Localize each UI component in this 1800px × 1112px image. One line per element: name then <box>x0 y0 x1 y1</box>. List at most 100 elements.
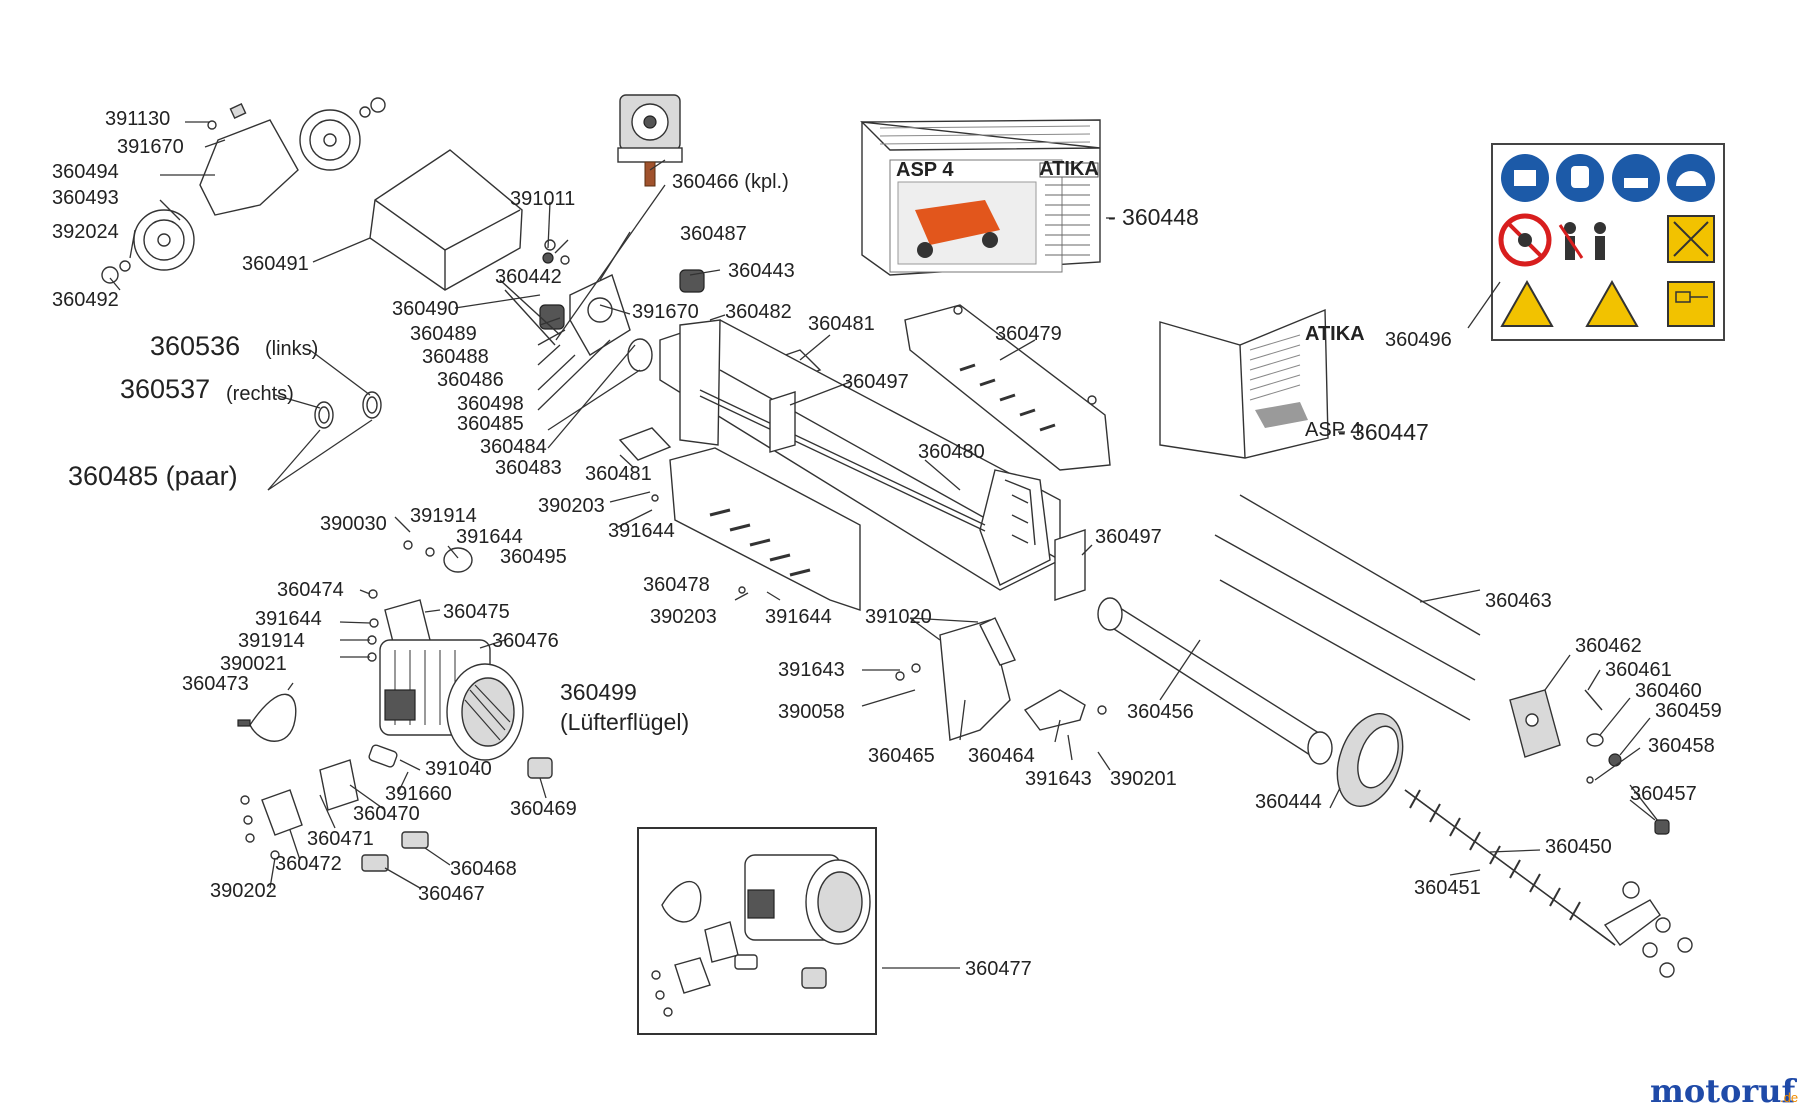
label-360485: 360485 <box>457 413 524 435</box>
watermark-main: motoruf <box>1650 1072 1797 1110</box>
label-360498: 360498 <box>457 393 524 415</box>
label-391643-b: 391643 <box>1025 768 1092 790</box>
label-391914-a: 391914 <box>410 505 477 527</box>
label-360465: 360465 <box>868 745 935 767</box>
pulley-bracket-group <box>101 97 386 284</box>
set-screw <box>229 103 247 119</box>
label-390030: 390030 <box>320 513 387 535</box>
label-360450: 360450 <box>1545 836 1612 858</box>
label-360467: 360467 <box>418 883 485 905</box>
label-360481-a: 360481 <box>808 313 875 335</box>
guard-plate-top <box>904 304 1111 471</box>
label-392024: 392024 <box>52 221 119 243</box>
label-391644-a: 391644 <box>608 520 675 542</box>
hydraulic-notice-icon <box>1667 281 1715 327</box>
label-360466: 360466 (kpl.) <box>672 171 789 193</box>
motor-assembly-box <box>637 827 877 1035</box>
label-360492: 360492 <box>52 289 119 311</box>
label-360477: 360477 <box>965 958 1032 980</box>
label-360495: 360495 <box>500 546 567 568</box>
leader-lines <box>109 121 1656 969</box>
label-360484: 360484 <box>480 436 547 458</box>
label-360491: 360491 <box>242 253 309 275</box>
label-391643-a: 391643 <box>778 659 845 681</box>
label-360479: 360479 <box>995 323 1062 345</box>
label-360499-note: (Lüfterflügel) <box>560 709 689 735</box>
label-360478: 360478 <box>643 574 710 596</box>
motor-bracket <box>199 119 299 216</box>
circlip-right <box>362 391 382 419</box>
label-390021: 390021 <box>220 653 287 675</box>
label-391644-d: 391644 <box>255 608 322 630</box>
watermark: motoruf .de <box>1650 1072 1798 1110</box>
label-360470: 360470 <box>353 803 420 825</box>
box-model-text: ASP 4 <box>896 159 954 181</box>
cylinder-tube <box>1097 597 1333 765</box>
upper-pulley <box>299 109 361 171</box>
label-360473: 360473 <box>182 673 249 695</box>
gaskets <box>769 391 1086 601</box>
watermark-tld: .de <box>1780 1090 1798 1105</box>
label-390201: 390201 <box>1110 768 1177 790</box>
label-360469: 360469 <box>510 798 577 820</box>
ram-rod <box>699 389 986 532</box>
label-391670-b: 391670 <box>632 301 699 323</box>
lower-pulley <box>133 209 195 271</box>
label-390203-a: 390203 <box>538 495 605 517</box>
keep-distance-icon <box>1558 222 1606 260</box>
label-360476: 360476 <box>492 630 559 652</box>
end-block <box>1509 689 1561 758</box>
label-360459: 360459 <box>1655 700 1722 722</box>
manual-model-text: ASP 4 <box>1305 419 1361 441</box>
warning-crush-icon <box>1585 279 1639 327</box>
gearbox <box>617 94 683 187</box>
label-360463: 360463 <box>1485 590 1552 612</box>
label-391040: 391040 <box>425 758 492 780</box>
part-labels: 391130 391670 360494 360493 392024 36049… <box>52 108 1722 980</box>
manual-brand-text: ATIKA <box>1305 323 1365 345</box>
label-360497-b: 360497 <box>1095 526 1162 548</box>
screw-spindle <box>1404 789 1693 978</box>
label-390058: 390058 <box>778 701 845 723</box>
pulley-nut <box>370 97 386 113</box>
label-360475: 360475 <box>443 601 510 623</box>
warning-hand-icon <box>1500 279 1554 327</box>
operating-manual: ATIKA ASP 4 <box>1159 308 1365 459</box>
label-360482: 360482 <box>725 301 792 323</box>
label-360537-note: (rechts) <box>226 383 294 405</box>
label-360444: 360444 <box>1255 791 1322 813</box>
pulley-nut-lower <box>101 266 119 284</box>
label-360494: 360494 <box>52 161 119 183</box>
label-390203-b: 390203 <box>650 606 717 628</box>
label-360481-b: 360481 <box>585 463 652 485</box>
label-360496: 360496 <box>1385 329 1452 351</box>
guard-plate-bottom <box>651 447 861 611</box>
label-360497-a: 360497 <box>842 371 909 393</box>
label-360462: 360462 <box>1575 635 1642 657</box>
seal-ring <box>1336 713 1404 807</box>
main-frame <box>659 319 1061 591</box>
valve-block <box>499 239 705 372</box>
label-360468: 360468 <box>450 858 517 880</box>
label-360464: 360464 <box>968 745 1035 767</box>
electric-motor <box>237 540 524 761</box>
label-391644-b: 391644 <box>456 526 523 548</box>
label-360451: 360451 <box>1414 877 1481 899</box>
tie-rods <box>1214 494 1481 721</box>
stand-leg <box>895 617 1107 741</box>
label-360447: - 360447 <box>1338 419 1429 445</box>
label-390202: 390202 <box>210 880 277 902</box>
label-360460: 360460 <box>1635 680 1702 702</box>
label-360472: 360472 <box>275 853 342 875</box>
safety-label-sheet <box>1491 143 1725 341</box>
label-360474: 360474 <box>277 579 344 601</box>
product-box: ASP 4 ATIKA <box>860 119 1101 276</box>
label-360483: 360483 <box>495 457 562 479</box>
label-360448: - 360448 <box>1108 204 1199 230</box>
label-360490: 360490 <box>392 298 459 320</box>
label-360457: 360457 <box>1630 783 1697 805</box>
label-391011: 391011 <box>510 188 575 210</box>
label-360458: 360458 <box>1648 735 1715 757</box>
label-391644-c: 391644 <box>765 606 832 628</box>
